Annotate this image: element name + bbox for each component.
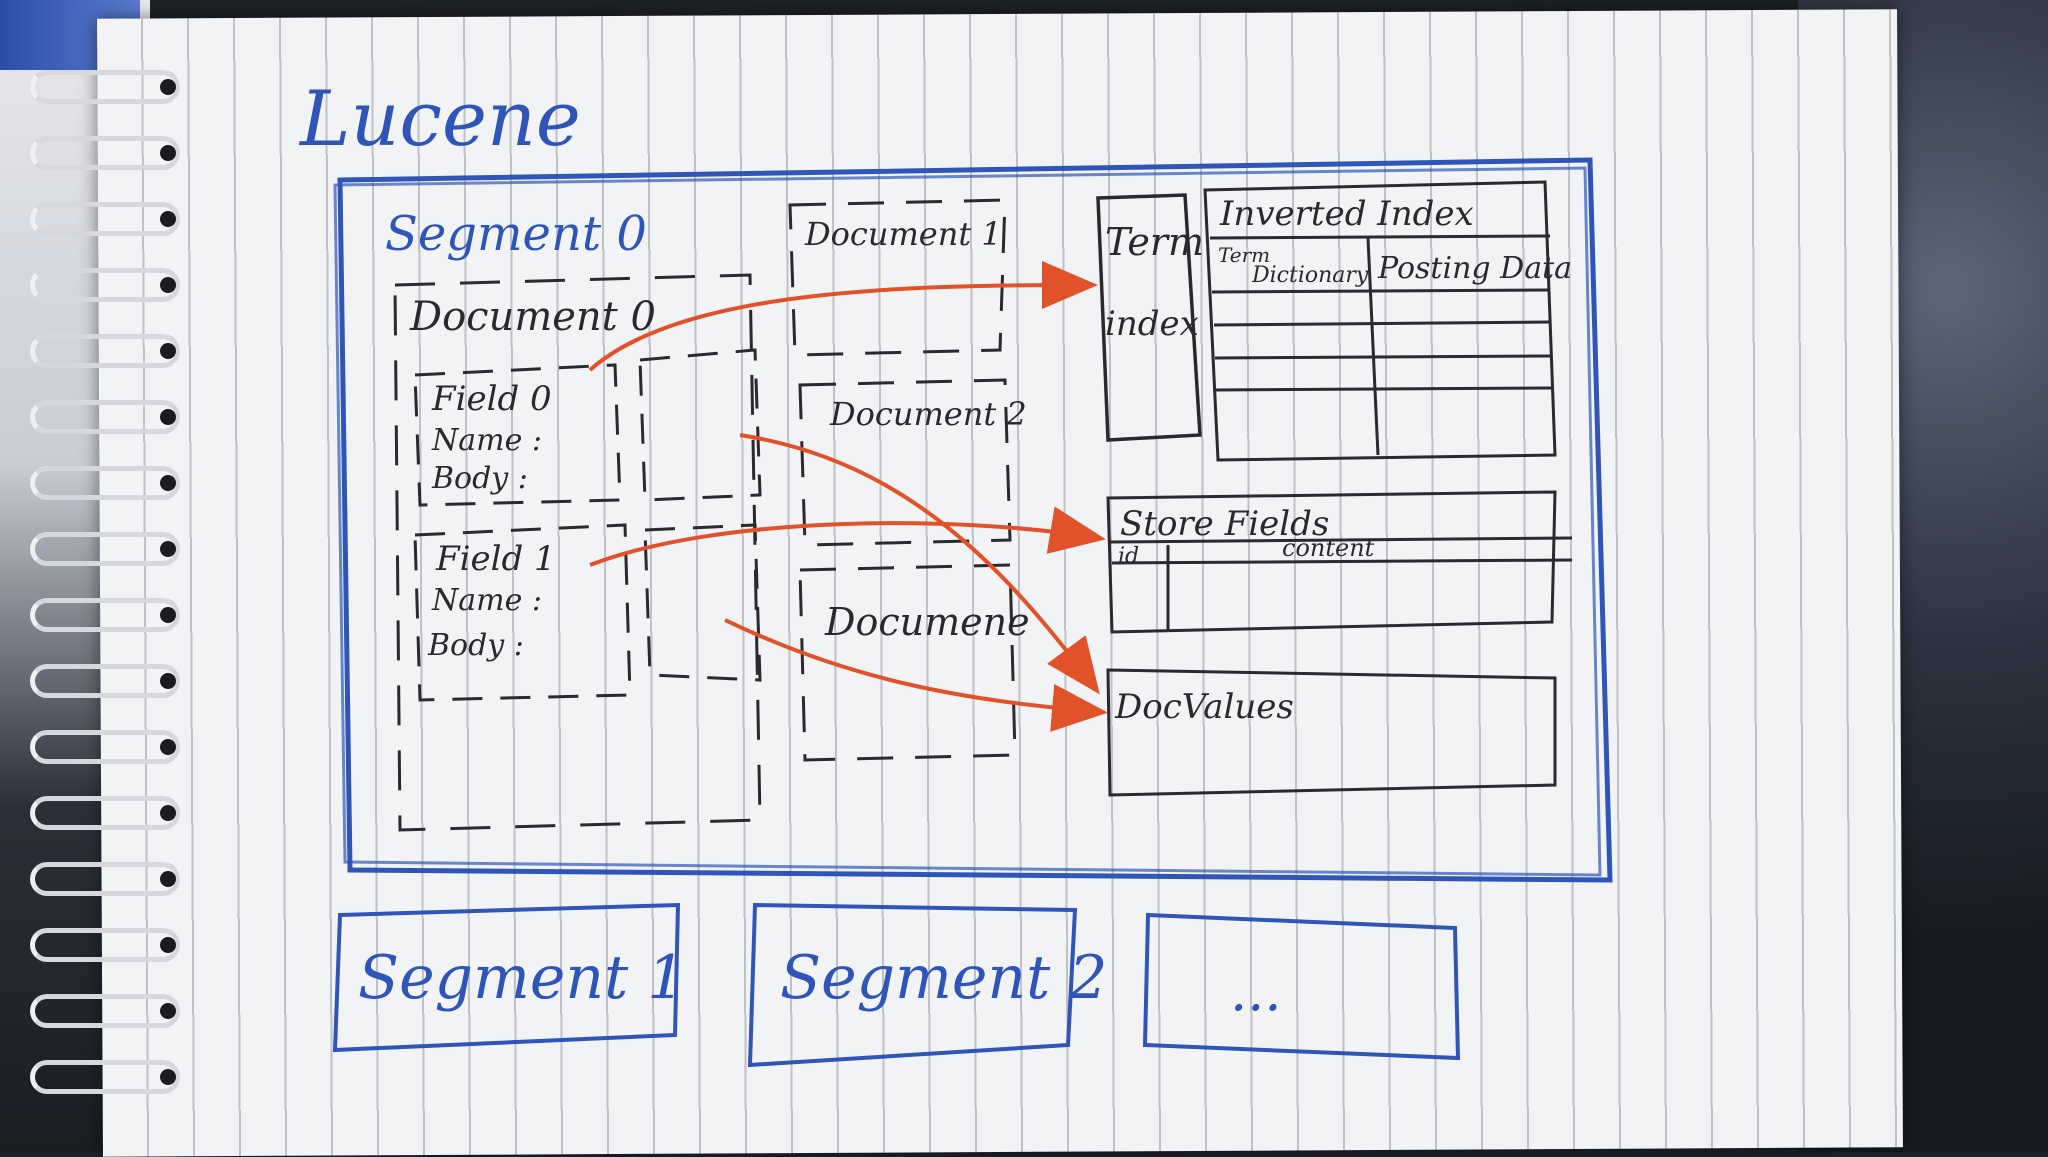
other-segments <box>332 902 1461 1068</box>
binding-hole <box>160 937 176 953</box>
segment-0-frame <box>333 157 1613 883</box>
documents-column <box>788 198 1017 762</box>
document-3-label: Documene <box>824 600 1030 644</box>
term-dictionary-line2: Dictionary <box>1251 263 1369 288</box>
binding-hole <box>160 79 176 95</box>
docvalues-box <box>1106 668 1557 797</box>
spiral-ring <box>30 532 180 566</box>
binding-hole <box>160 673 176 689</box>
arrow-field0-to-term-index <box>588 261 1098 372</box>
binding-hole <box>160 541 176 557</box>
field-0-body: Body : <box>431 461 528 496</box>
spiral-ring <box>30 862 180 896</box>
binding-hole <box>160 409 176 425</box>
spiral-ring <box>30 70 180 104</box>
spiral-ring <box>30 1060 180 1094</box>
docvalues-title: DocValues <box>1114 687 1294 727</box>
arrow-field1-to-store-fields <box>589 506 1106 567</box>
term-index-line1: Term <box>1105 220 1204 264</box>
binding-hole <box>160 871 176 887</box>
binding-hole <box>160 607 176 623</box>
segment-more-label: ... <box>1230 960 1282 1023</box>
spiral-ring <box>30 730 180 764</box>
spiral-ring <box>30 334 180 368</box>
spiral-ring <box>30 664 180 698</box>
inverted-index-title: Inverted Index <box>1219 194 1474 234</box>
spiral-ring <box>30 466 180 500</box>
segment-0-label: Segment 0 <box>385 206 647 262</box>
spiral-ring <box>30 994 180 1028</box>
segment-2-label: Segment 2 <box>780 943 1107 1013</box>
store-fields-content: content <box>1282 534 1375 562</box>
store-fields-table <box>1106 490 1573 634</box>
field-0-name: Name : <box>431 423 542 458</box>
binding-hole <box>160 475 176 491</box>
term-index-line2: index <box>1105 304 1199 344</box>
binding-hole <box>160 739 176 755</box>
spiral-ring <box>30 928 180 962</box>
field-1-name: Name : <box>431 583 542 618</box>
document-2-label: Document 2 <box>829 395 1027 433</box>
posting-data-header: Posting Data <box>1377 251 1572 286</box>
spiral-ring <box>30 136 180 170</box>
binding-hole <box>160 145 176 161</box>
binding-hole <box>160 277 176 293</box>
field-1-label: Field 1 <box>435 539 556 579</box>
spiral-ring <box>30 400 180 434</box>
arrow-doc-to-docvalues-2 <box>724 618 1108 732</box>
field-1-body: Body : <box>427 628 524 663</box>
spiral-ring <box>30 598 180 632</box>
document-0-box <box>393 273 762 832</box>
binding-hole <box>160 343 176 359</box>
document-1-label: Document 1 <box>804 215 1002 253</box>
document-0-label: Document 0 <box>409 294 656 340</box>
diagram-title: Lucene <box>298 74 581 163</box>
binding-hole <box>160 1003 176 1019</box>
term-dictionary-line1: Term <box>1218 243 1270 267</box>
store-fields-id: id <box>1118 544 1139 569</box>
spiral-ring <box>30 202 180 236</box>
term-index-box <box>1096 193 1202 442</box>
binding-hole <box>160 211 176 227</box>
field-0-label: Field 0 <box>431 379 552 419</box>
binding-hole <box>160 805 176 821</box>
inverted-index-table <box>1203 180 1557 462</box>
spiral-ring <box>30 796 180 830</box>
segment-1-label: Segment 1 <box>358 943 685 1013</box>
binding-hole <box>160 1069 176 1085</box>
spiral-ring <box>30 268 180 302</box>
store-fields-title: Store Fields <box>1120 504 1329 544</box>
mapping-arrows <box>588 261 1108 732</box>
